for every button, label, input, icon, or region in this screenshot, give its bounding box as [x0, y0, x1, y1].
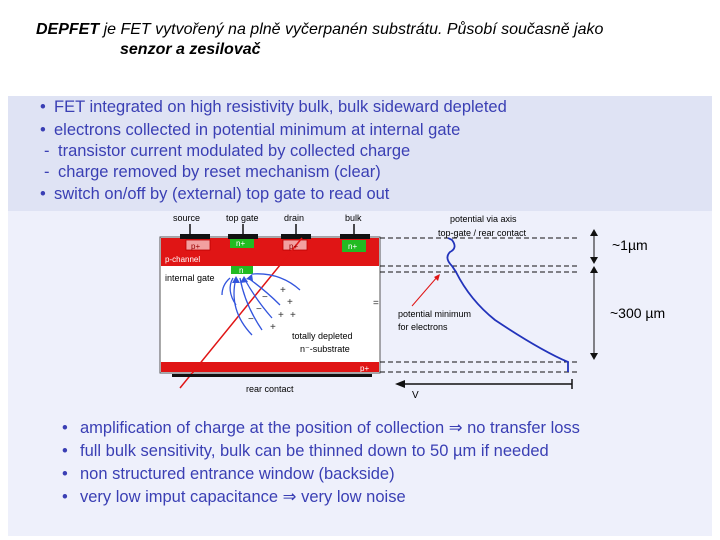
plus-sign: +: [280, 285, 286, 296]
topgate-label: top gate: [226, 213, 259, 223]
arrow-head: [232, 276, 240, 283]
substrate-label-line1: totally depleted: [292, 331, 353, 341]
bullet-text: transistor current modulated by collecte…: [58, 142, 411, 160]
bullet-mark: •: [62, 419, 68, 437]
top-bullet-item: • electrons collected in potential minimu…: [40, 120, 460, 140]
dim-arrowhead: [590, 266, 598, 273]
bullet-text: amplification of charge at the position …: [80, 419, 580, 437]
title-line2: senzor a zesilovač: [120, 41, 261, 58]
bullet-mark: •: [62, 488, 68, 506]
internal-gate-region: [231, 266, 253, 274]
topgate-n-region: [230, 238, 254, 248]
drain-contact: [281, 234, 311, 239]
bullet-mark: -: [44, 142, 50, 160]
dim-arrowhead: [590, 257, 598, 264]
electron-arrows: [221, 273, 301, 336]
bullet-text: non structured entrance window (backside…: [80, 465, 395, 483]
minus-sign: −: [248, 314, 254, 325]
p-channel-label: p-channel: [165, 255, 200, 264]
bullet-text: very low imput capacitance ⇒ very low no…: [80, 488, 406, 506]
drain-p-region: [282, 239, 308, 251]
bullet-mark: -: [44, 163, 50, 181]
bottom-bullet-item: • very low imput capacitance ⇒ very low n…: [62, 487, 406, 507]
topgate-region-label: n+: [236, 239, 245, 248]
drain-region-label: p+: [289, 242, 298, 251]
dim-300um-label: ~300 µm: [610, 305, 665, 321]
plus-sign: +: [278, 310, 284, 321]
arrow-head: [246, 274, 253, 281]
bullet-text: FET integrated on high resistivity bulk,…: [54, 98, 507, 116]
internal-gate-n-label: n: [239, 266, 243, 275]
source-p-region: [185, 239, 211, 251]
bulk-n-region: [342, 240, 366, 252]
title-line1: je FET vytvořený na plně vyčerpanén subs…: [99, 21, 604, 38]
electron-arrow: [229, 277, 237, 306]
plus-sign: +: [270, 322, 276, 333]
bullet-text: electrons collected in potential minimum…: [54, 121, 461, 139]
bullet-text: switch on/off by (external) top gate to …: [54, 185, 390, 203]
drain-label: drain: [284, 213, 304, 223]
bottom-p-layer: [161, 362, 379, 372]
title-keyword: DEPFET: [36, 21, 100, 38]
electron-arrow: [251, 273, 301, 291]
bullet-mark: •: [62, 465, 68, 483]
dim-arrowhead: [590, 353, 598, 360]
potential-min-line2: for electrons: [398, 322, 448, 332]
bottom-bullet-item: • amplification of charge at the position…: [62, 418, 580, 438]
top-bullet-item: -charge removed by reset mechanism (clea…: [44, 162, 381, 182]
electron-arrow: [221, 277, 231, 296]
v-axis-arrowhead: [395, 380, 405, 388]
potential-axis-line: [179, 237, 303, 389]
slide-title: DEPFET je FET vytvořený na plně vyčerpan…: [36, 20, 706, 60]
minus-sign: −: [262, 292, 268, 303]
substrate-label-line2: n⁻-substrate: [300, 344, 350, 354]
bullet-mark: •: [40, 98, 46, 116]
electron-arrow: [233, 277, 253, 336]
rear-contact-label: rear contact: [246, 384, 294, 394]
minus-sign: −: [256, 304, 262, 315]
topgate-contact: [228, 234, 258, 239]
source-contact: [180, 234, 210, 239]
internal-gate-label: internal gate: [165, 273, 215, 283]
potential-label-line2: top-gate / rear contact: [438, 228, 527, 238]
source-region-label: p+: [191, 242, 200, 251]
plus-sign: +: [290, 310, 296, 321]
potential-curve: [446, 237, 569, 372]
bulk-contact: [340, 234, 370, 239]
bullet-text: full bulk sensitivity, bulk can be thinn…: [80, 442, 549, 460]
dashed-guides: [380, 237, 580, 373]
top-bullet-item: • switch on/off by (external) top gate to…: [40, 184, 389, 204]
potential-label-line1: potential via axis: [450, 214, 517, 224]
top-bullet-item: -transistor current modulated by collect…: [44, 141, 410, 161]
bottom-bullet-item: • full bulk sensitivity, bulk can be thin…: [62, 441, 549, 461]
rear-contact-bar: [172, 374, 372, 377]
bullet-mark: •: [40, 121, 46, 139]
arrow-heads: [232, 274, 253, 283]
bulk-region-label: n+: [348, 242, 357, 251]
v-axis-label: V: [412, 390, 419, 401]
potential-min-line1: potential minimum: [398, 309, 471, 319]
plus-sign: +: [287, 297, 293, 308]
bullet-mark: •: [40, 185, 46, 203]
axis-break-mark: =: [373, 298, 379, 309]
bottom-p-label: p+: [360, 364, 369, 373]
bullet-mark: •: [62, 442, 68, 460]
dim-arrowhead: [590, 229, 598, 236]
bullet-text: charge removed by reset mechanism (clear…: [58, 163, 381, 181]
source-label: source: [173, 213, 200, 223]
potential-min-pointer: [411, 275, 439, 307]
potential-min-arrowhead: [434, 274, 440, 281]
top-bullet-band: [8, 96, 712, 211]
bulk-label: bulk: [345, 213, 362, 223]
bottom-bullet-item: • non structured entrance window (backsid…: [62, 464, 395, 484]
dim-1um-label: ~1µm: [612, 237, 648, 253]
arrow-head: [240, 276, 248, 283]
top-bullet-item: • FET integrated on high resistivity bulk…: [40, 97, 507, 117]
